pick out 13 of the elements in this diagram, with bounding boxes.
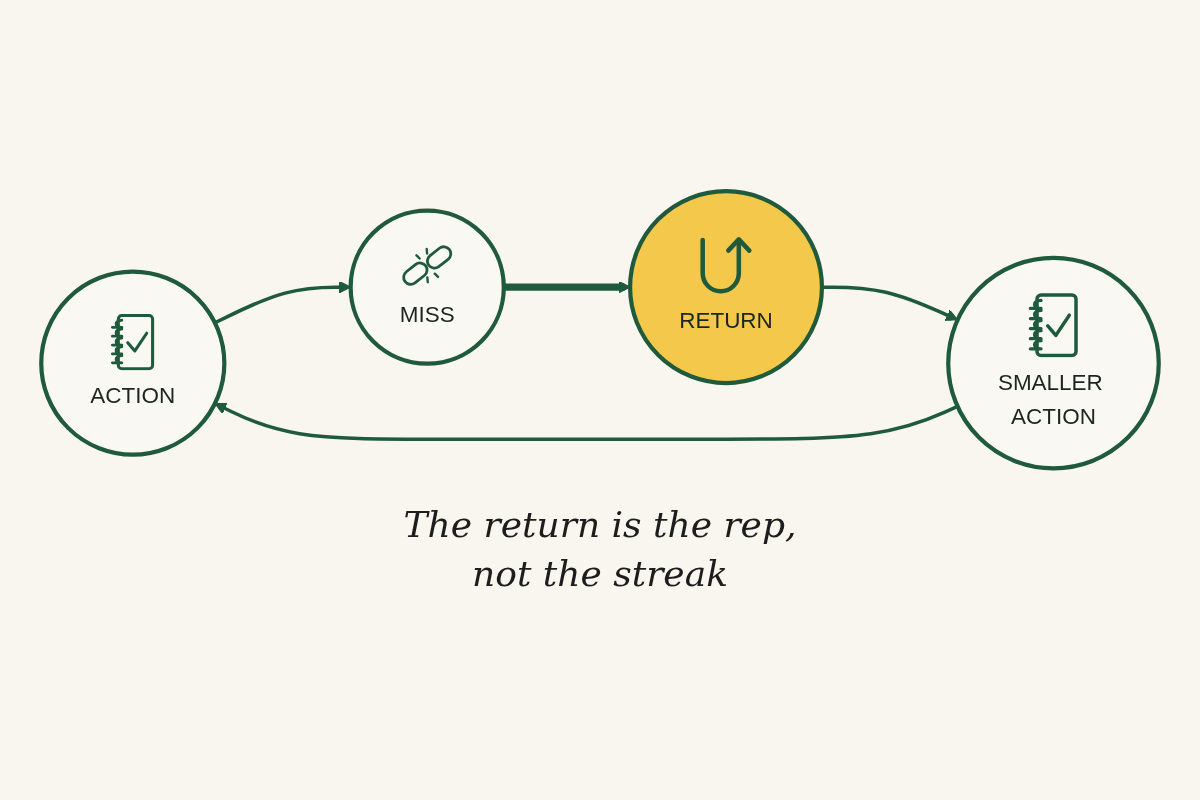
arrow (821, 284, 959, 321)
arrow (503, 280, 631, 293)
circle-node (628, 188, 825, 385)
node-label: RETURN (679, 307, 773, 334)
statement-text: The return is the rep, not the streak (402, 503, 798, 596)
circle-node (348, 208, 506, 366)
circle-node (39, 269, 227, 457)
node-label: ACTION (90, 381, 176, 409)
arrow (214, 280, 352, 324)
node-label: MISS (399, 301, 455, 328)
arrow (214, 402, 959, 441)
node-label: SMALLER ACTION (997, 368, 1104, 430)
circle-node (946, 255, 1161, 471)
